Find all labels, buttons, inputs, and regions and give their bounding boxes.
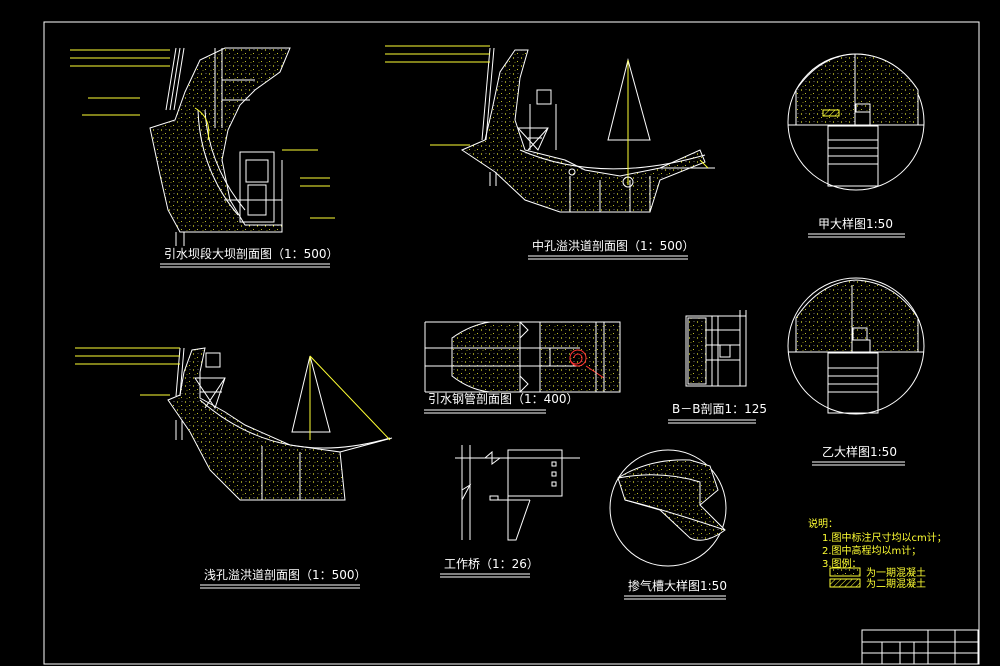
work-bridge-beam [507, 449, 563, 497]
work-bridge-view: 工作桥（1：26） [440, 445, 580, 578]
penstock-concrete-right [539, 321, 621, 393]
aeration-slot-concrete [617, 459, 726, 541]
legend-swatch-speckle [829, 567, 861, 577]
notes-item-3: 3.图例： [822, 557, 862, 570]
penstock-title: 引水钢管剖面图（1：400） [428, 391, 579, 406]
mid-spillway-view: 中孔溢洪道剖面图（1：500） [385, 45, 715, 260]
detail-a-view: 甲大样图1:50 [787, 53, 925, 238]
penstock-concrete-left [451, 321, 521, 393]
detail-b-title: 乙大样图1:50 [822, 444, 897, 459]
drawing-frame [43, 21, 980, 665]
shallow-spillway-radial-gate [291, 355, 331, 433]
legend-swatch-hatch [829, 578, 861, 588]
mid-spillway-crest-curve [519, 149, 706, 170]
shallow-spillway-dam-body [167, 347, 346, 501]
aeration-slot-title: 掺气槽大样图1:50 [628, 578, 727, 593]
notes-item-2: 2.图中高程均以m计； [822, 544, 921, 557]
detail-b-circle [787, 277, 925, 415]
penstock-view: 引水钢管剖面图（1：400） [424, 321, 621, 414]
intake-section-title: 引水坝段大坝剖面图（1：500） [164, 246, 339, 261]
detail-a-title: 甲大样图1:50 [818, 216, 893, 231]
intake-elevation-marks [70, 49, 335, 219]
detail-b-view: 乙大样图1:50 [787, 277, 925, 466]
section-bb-title: B－B剖面1：125 [672, 402, 767, 416]
mid-spillway-title: 中孔溢洪道剖面图（1：500） [532, 238, 695, 253]
legend-label-hatch: 为二期混凝土 [866, 577, 926, 590]
aeration-slot-view: 掺气槽大样图1:50 [609, 449, 727, 600]
mid-spillway-dam-body [460, 49, 706, 213]
work-bridge-title: 工作桥（1：26） [444, 557, 539, 571]
intake-section-view: 引水坝段大坝剖面图（1：500） [70, 47, 339, 268]
section-bb-view: B－B剖面1：125 [668, 310, 767, 424]
notes-heading: 说明： [808, 517, 838, 530]
shallow-spillway-elevation-marks [75, 347, 180, 396]
shallow-spillway-crest-curve [199, 399, 391, 449]
intake-conduit [197, 109, 239, 216]
title-block [861, 629, 979, 665]
mid-spillway-radial-gate [607, 58, 651, 141]
aeration-slot-circle [609, 449, 727, 567]
shallow-spillway-view: 浅孔溢洪道剖面图（1：500） [75, 347, 393, 589]
notes-block: 说明： 1.图中标注尺寸均以cm计； 2.图中高程均以m计； 3.图例： 为一期… [808, 517, 947, 590]
mid-spillway-truss [516, 127, 549, 151]
intake-dam-body [149, 47, 291, 233]
notes-item-1: 1.图中标注尺寸均以cm计； [822, 531, 947, 544]
shallow-spillway-title: 浅孔溢洪道剖面图（1：500） [204, 568, 367, 582]
powerhouse-block [239, 151, 275, 223]
legend-label-speckle: 为一期混凝土 [866, 566, 926, 579]
intake-gate-arc [194, 107, 210, 141]
mid-spillway-elevation-marks [385, 45, 709, 169]
shallow-spillway-truss [194, 377, 226, 410]
